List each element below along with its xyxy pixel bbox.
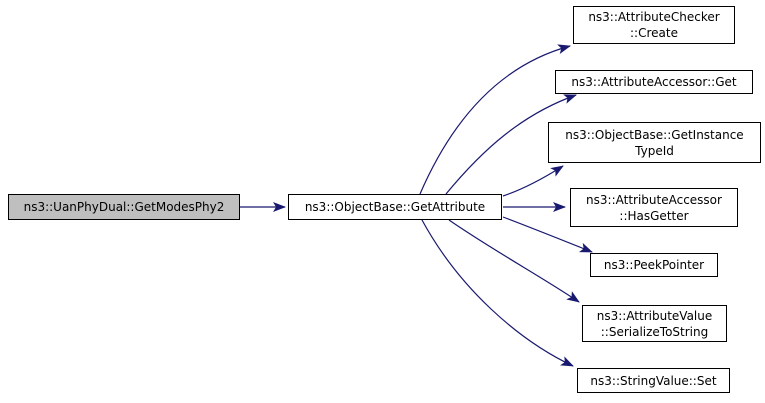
edge-getattribute-to-peekpointer (502, 216, 593, 253)
edge-getattribute-to-serializetostring (448, 219, 580, 303)
node-objectbase-getinstancetypeid[interactable]: ns3::ObjectBase::GetInstance TypeId (548, 122, 761, 163)
node-stringvalue-set[interactable]: ns3::StringValue::Set (577, 368, 730, 393)
node-attributevalue-serializetostring[interactable]: ns3::AttributeValue ::SerializeToString (582, 305, 727, 342)
node-attributeaccessor-hasgetter[interactable]: ns3::AttributeAccessor ::HasGetter (570, 188, 738, 227)
node-attributechecker-create[interactable]: ns3::AttributeChecker ::Create (573, 6, 735, 44)
edge-getattribute-to-getinstancetypeid (502, 165, 564, 197)
node-peekpointer[interactable]: ns3::PeekPointer (590, 253, 718, 277)
edge-getattribute-to-set (421, 219, 574, 367)
edge-getattribute-to-create (419, 44, 571, 195)
node-attributeaccessor-get[interactable]: ns3::AttributeAccessor::Get (555, 70, 753, 94)
node-objectbase-getattribute[interactable]: ns3::ObjectBase::GetAttribute (288, 194, 502, 220)
node-uanphydual-getmodesphy2: ns3::UanPhyDual::GetModesPhy2 (8, 194, 240, 220)
edge-getattribute-to-get (445, 94, 577, 195)
